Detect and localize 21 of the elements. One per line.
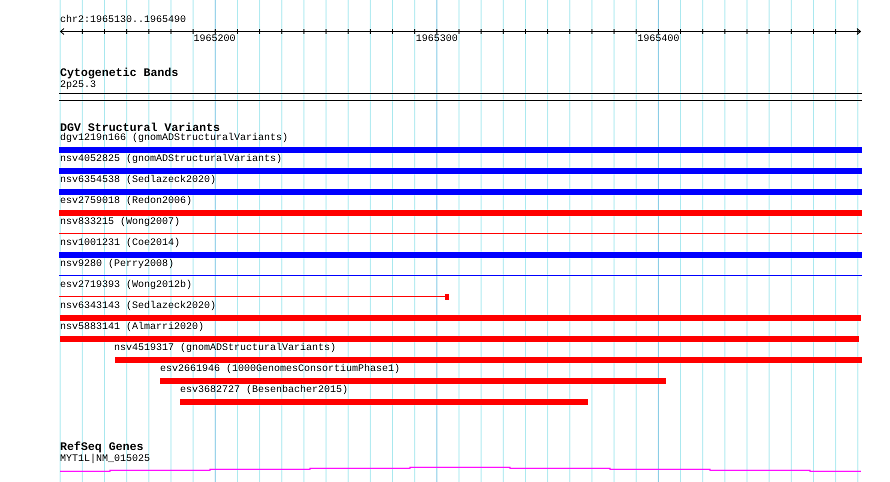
variant-label: nsv9280 (Perry2008) [60, 259, 174, 271]
variant-label: nsv5883141 (Almarri2020) [60, 322, 204, 334]
variant-label: esv2719393 (Wong2012b) [60, 280, 192, 292]
band-label: 2p25.3 [60, 80, 96, 92]
variant-label: dgv1219n166 (gnomADStructuralVariants) [60, 133, 288, 145]
ruler-tick-label: 1965300 [416, 34, 458, 46]
variant-label: nsv1001231 (Coe2014) [60, 238, 180, 250]
variant-label: nsv6343143 (Sedlazeck2020) [60, 301, 216, 313]
variant-label: esv2661946 (1000GenomesConsortiumPhase1) [160, 364, 400, 376]
ruler-tick-label: 1965400 [637, 34, 680, 46]
track-heading: Cytogenetic Bands [60, 67, 178, 80]
variant-label: nsv833215 (Wong2007) [60, 217, 180, 229]
ruler-tick-label: 1965200 [194, 34, 236, 46]
gene-label: MYT1L|NM_015025 [60, 454, 150, 466]
variant-label: esv2759018 (Redon2006) [60, 196, 192, 208]
track-heading: RefSeq Genes [60, 441, 144, 454]
region-coordinates: chr2:1965130..1965490 [60, 15, 186, 27]
variant-label: nsv4052825 (gnomADStructuralVariants) [60, 154, 282, 166]
variant-label: nsv4519317 (gnomADStructuralVariants) [114, 343, 336, 355]
variant-label: nsv6354538 (Sedlazeck2020) [60, 175, 216, 187]
variant-label: esv3682727 (Besenbacher2015) [180, 385, 348, 397]
